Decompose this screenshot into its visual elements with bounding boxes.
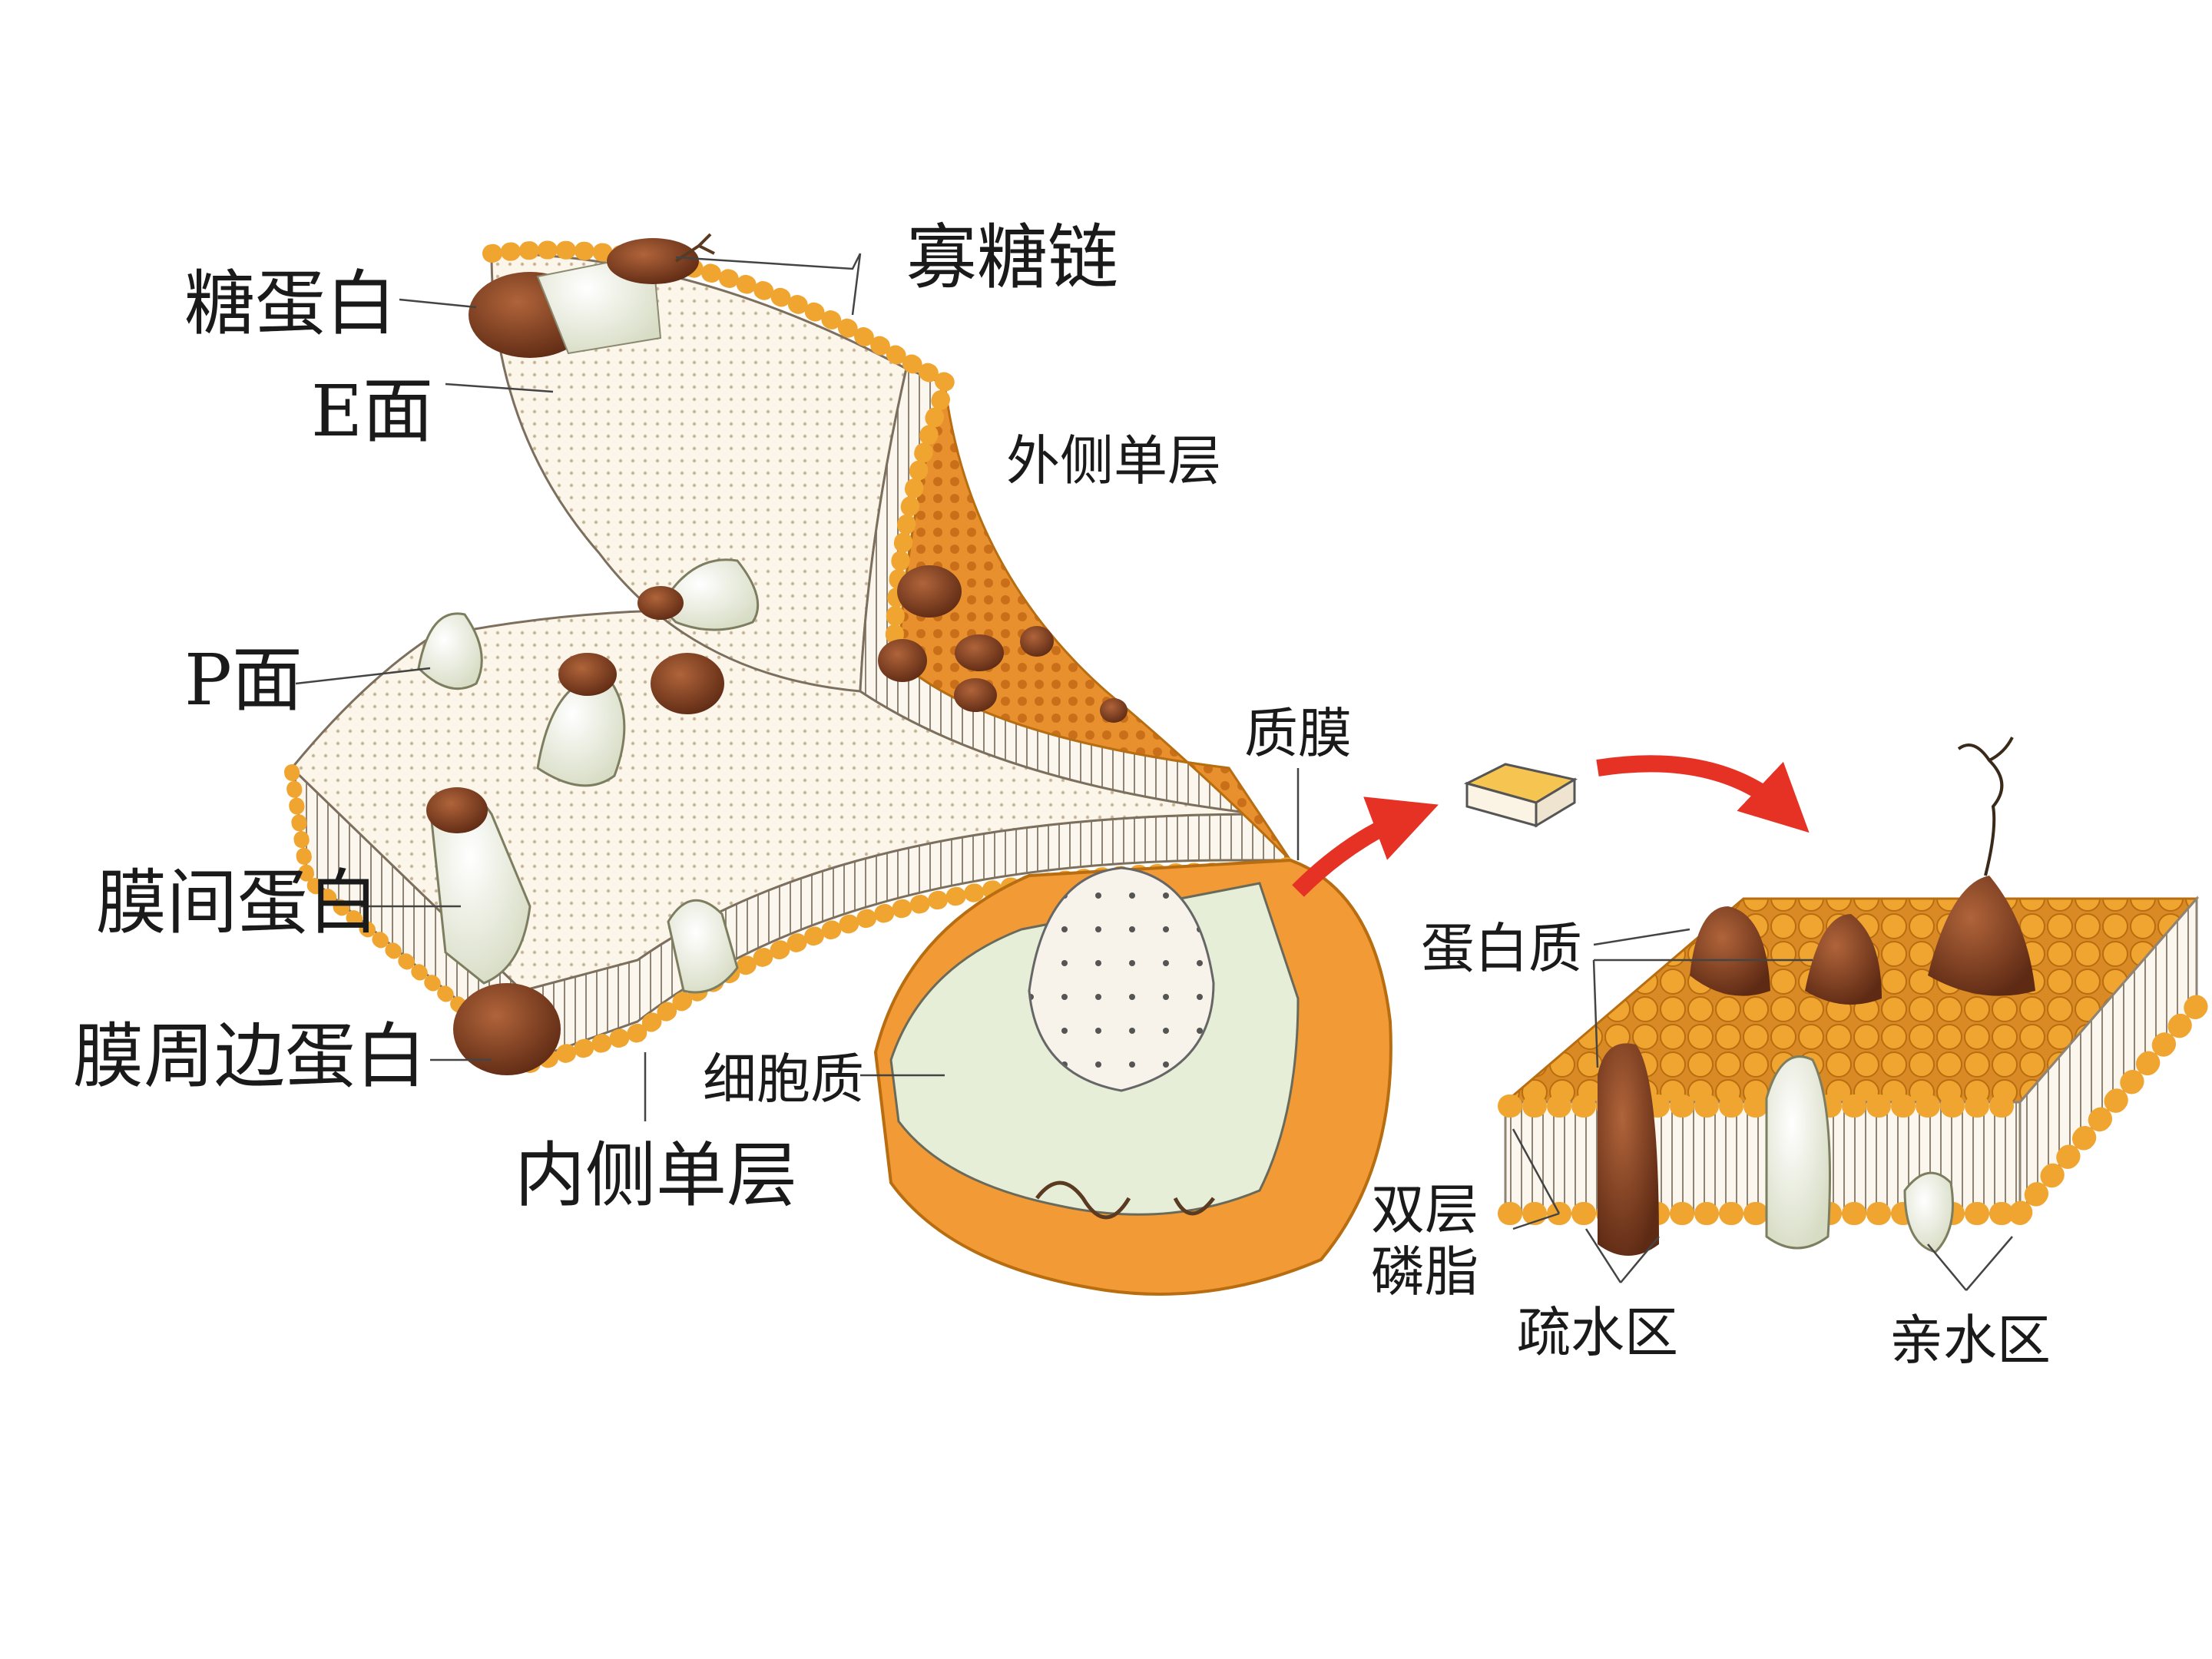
- pale-protein-3: [536, 674, 626, 787]
- brown-protein-9: [878, 639, 927, 682]
- brown-protein-2: [558, 653, 617, 696]
- label-transmembrane-protein: 膜间蛋白: [96, 862, 379, 944]
- arrow-to-bilayer: [1596, 755, 1810, 833]
- brown-protein-5: [955, 634, 1004, 671]
- brown-protein-4: [897, 565, 962, 618]
- p-edge-heads: [284, 764, 538, 1071]
- outer-head-row: [885, 390, 950, 677]
- label-e-face: E面: [311, 370, 434, 452]
- arrow-to-cube: [1292, 796, 1439, 897]
- surface-protein-1: [1690, 906, 1770, 996]
- surface-protein-2: [1805, 914, 1882, 1005]
- embedded-protein-2: [1765, 1055, 1831, 1250]
- brown-protein-6: [954, 678, 997, 712]
- label-inner-leaflet: 内侧单层: [515, 1134, 798, 1217]
- cell-cutaway: [873, 858, 1392, 1296]
- label-phospholipid-bilayer: 双层 磷脂: [1371, 1179, 1479, 1303]
- pale-protein-2: [659, 558, 760, 631]
- label-outer-leaflet: 外侧单层: [1006, 429, 1221, 492]
- embedded-protein-3: [1903, 1171, 1954, 1253]
- label-plasma-membrane: 质膜: [1244, 702, 1352, 765]
- label-cytoplasm: 细胞质: [703, 1048, 864, 1111]
- e-face-head-row: [482, 240, 958, 393]
- label-phospholipid-bilayer-line2: 磷脂: [1371, 1240, 1479, 1303]
- protein-oligosaccharide: [1957, 737, 2014, 876]
- label-phospholipid-bilayer-line1: 双层: [1371, 1178, 1479, 1241]
- oligosaccharide-branch: [674, 233, 715, 263]
- label-hydrophobic-region: 疏水区: [1517, 1301, 1678, 1364]
- pale-protein-4: [667, 899, 739, 994]
- label-hydrophilic-region: 亲水区: [1889, 1309, 2051, 1372]
- label-glycoprotein: 糖蛋白: [184, 263, 397, 345]
- surface-protein-3: [1928, 876, 2035, 996]
- transmembrane-protein-shape: [426, 787, 531, 985]
- brown-protein-7: [1020, 626, 1054, 657]
- bilayer-right-heads: [2008, 995, 2208, 1225]
- glycoprotein-shape: [469, 238, 699, 358]
- sample-cube: [1463, 763, 1578, 828]
- nucleus: [1028, 866, 1215, 1092]
- label-p-face: P面: [184, 639, 303, 721]
- pale-protein-1: [417, 612, 483, 690]
- cell-folds: [1035, 1181, 1215, 1220]
- peripheral-protein-shape: [453, 983, 561, 1075]
- leader-lines: [295, 253, 2013, 1291]
- brown-protein-8: [1100, 698, 1128, 723]
- brown-protein-1: [637, 586, 684, 620]
- label-oligosaccharide-chain: 寡糖链: [906, 217, 1119, 299]
- label-protein: 蛋白质: [1421, 917, 1582, 980]
- label-peripheral-protein: 膜周边蛋白: [73, 1015, 427, 1098]
- bilayer-block: [1498, 737, 2208, 1256]
- embedded-protein-1: [1598, 1043, 1659, 1256]
- brown-protein-3: [651, 653, 724, 714]
